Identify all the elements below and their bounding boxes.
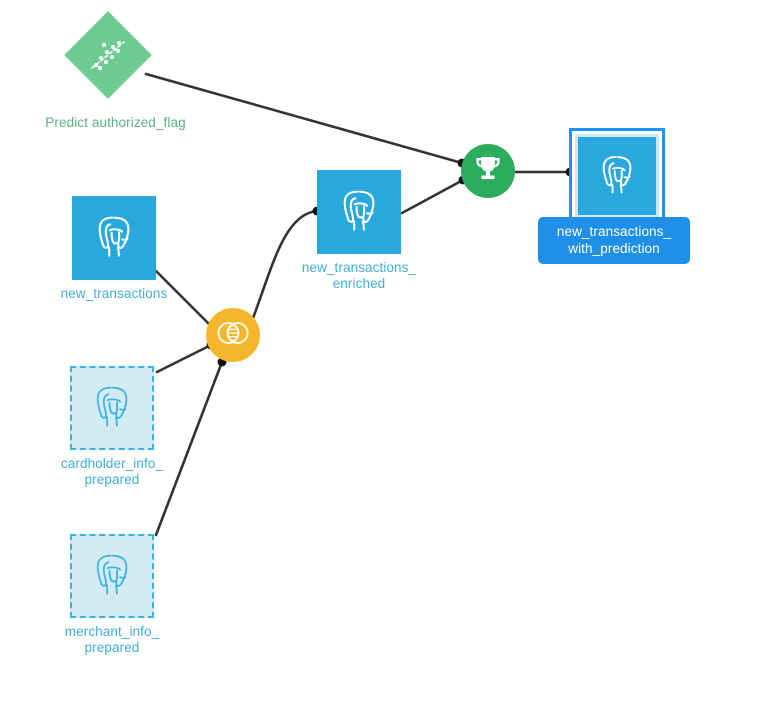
node-label-predict-authorized-flag: Predict authorized_flag bbox=[45, 115, 186, 130]
node-new-transactions[interactable] bbox=[72, 196, 156, 280]
dataset-square[interactable] bbox=[317, 170, 401, 254]
selection-ring bbox=[569, 128, 665, 224]
node-predict-authorized-flag[interactable] bbox=[64, 11, 152, 99]
recipe-circle-shape[interactable] bbox=[206, 308, 260, 362]
node-label-merchant-info-prepared: merchant_info_ prepared bbox=[64, 624, 160, 655]
node-score-recipe[interactable] bbox=[461, 144, 515, 198]
dataset-square-dashed[interactable] bbox=[70, 366, 154, 450]
edge-cardholder-to-join bbox=[155, 343, 213, 374]
node-cardholder-info-prepared[interactable] bbox=[70, 366, 154, 450]
node-label-new-transactions-enriched: new_transactions_ enriched bbox=[301, 260, 417, 291]
node-label-cardholder-info-prepared: cardholder_info_ prepared bbox=[60, 456, 164, 487]
node-merchant-info-prepared[interactable] bbox=[70, 534, 154, 618]
postgresql-elephant-icon bbox=[83, 379, 141, 437]
node-new-transactions-enriched[interactable] bbox=[317, 170, 401, 254]
node-label-new-transactions-with-prediction[interactable]: new_transactions_ with_prediction bbox=[538, 217, 690, 264]
postgresql-elephant-icon bbox=[590, 149, 644, 203]
postgresql-elephant-icon bbox=[83, 547, 141, 605]
node-new-transactions-with-prediction[interactable] bbox=[569, 128, 665, 224]
dataset-square[interactable] bbox=[72, 196, 156, 280]
edge-enriched-to-score bbox=[400, 178, 465, 215]
recipe-diamond-shape[interactable] bbox=[64, 11, 152, 99]
venn-join-icon bbox=[213, 319, 253, 352]
dataset-square[interactable] bbox=[575, 134, 659, 218]
node-label-new-transactions: new_transactions bbox=[60, 286, 168, 301]
postgresql-elephant-icon bbox=[330, 183, 388, 241]
dataset-square-dashed[interactable] bbox=[70, 534, 154, 618]
postgresql-elephant-icon bbox=[85, 209, 143, 267]
edge-merchant-to-join bbox=[154, 360, 224, 537]
trophy-icon bbox=[472, 153, 504, 190]
scatter-plot-regression-icon bbox=[88, 35, 128, 75]
recipe-circle-shape[interactable] bbox=[461, 144, 515, 198]
node-join-recipe[interactable] bbox=[206, 308, 260, 362]
